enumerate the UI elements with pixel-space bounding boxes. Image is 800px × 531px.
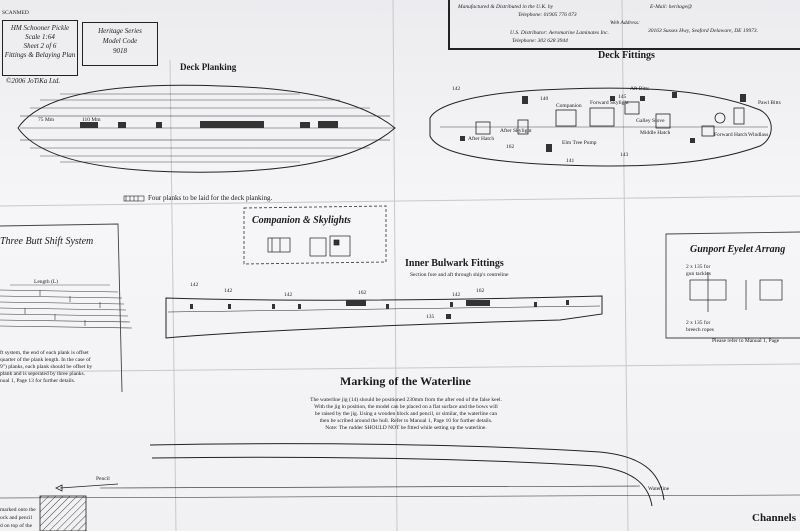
maker-us-dist: U.S. Distributor: Aeromarine Laminates I… bbox=[510, 30, 609, 36]
heading-gunport: Gunport Eyelet Arrang bbox=[690, 244, 786, 255]
companion-drawings bbox=[267, 235, 351, 257]
bottom-left-note-2: ock and pencil bbox=[0, 515, 33, 521]
butt-shift-line-2: quarter of the plank length. In the case… bbox=[0, 357, 91, 363]
waterline-label: Waterline bbox=[648, 486, 670, 492]
fitting-label: 143 bbox=[620, 152, 629, 158]
bulwark-label: 162 bbox=[358, 290, 367, 296]
butt-shift-planks bbox=[0, 284, 133, 329]
waterline-text-5: Note: The rudder SHOULD NOT be fitted wh… bbox=[325, 425, 487, 431]
series-line-1: Heritage Series bbox=[98, 27, 142, 35]
gunport-note-3: 2 x 135 for bbox=[686, 320, 711, 326]
fitting-label: 162 bbox=[506, 144, 515, 150]
gunport-ref: Please refer to Manual 1, Page bbox=[712, 338, 780, 344]
length-label: Length (L) bbox=[34, 279, 58, 285]
pencil-label: Pencil bbox=[96, 476, 110, 482]
butt-shift-line-1: ft system, the end of each plank is offs… bbox=[0, 350, 89, 356]
fitting-label: Forward Skylight bbox=[590, 100, 629, 106]
bottom-left-note-3: d on top of the bbox=[0, 523, 33, 529]
waterline-text-4: then be scribed around the hull. Refer t… bbox=[319, 418, 493, 424]
maker-line-1: Manufactured & Distributed in the U.K. b… bbox=[458, 4, 554, 10]
planking-dim-1: 75 Mm bbox=[38, 117, 55, 123]
heading-deck-fittings: Deck Fittings bbox=[598, 50, 655, 61]
series-line-3: 9018 bbox=[113, 47, 127, 55]
gunport-note-1: 2 x 135 for bbox=[686, 264, 711, 270]
fitting-label: Aft Bitts bbox=[630, 86, 650, 92]
fitting-label: After Skylight bbox=[500, 128, 532, 134]
title-line-3: Sheet 2 of 6 bbox=[23, 42, 57, 50]
fitting-label: Galley Stove bbox=[636, 118, 665, 124]
butt-shift-line-5: nual 1, Page 13 for further details. bbox=[0, 378, 76, 384]
maker-block: Manufactured & Distributed in the U.K. b… bbox=[448, 0, 800, 50]
butt-shift-line-4: plank and is seperated by three planks. bbox=[0, 371, 86, 377]
planking-note: Four planks to be laid for the deck plan… bbox=[148, 194, 273, 202]
title-line-1: HM Schooner Pickle bbox=[10, 24, 70, 32]
heading-three-butt: Three Butt Shift System bbox=[0, 236, 94, 247]
fitting-label: Companion bbox=[556, 103, 582, 109]
fitting-label: 145 bbox=[618, 94, 627, 100]
butt-shift-line-3: 9") planks, each plank should be offset … bbox=[0, 364, 93, 370]
maker-us-address: 30163 Sussex Hwy, Seaford Delaware, DE 1… bbox=[648, 28, 759, 34]
fitting-label: 140 bbox=[540, 96, 549, 102]
gunport-note-2: gun tackles bbox=[686, 271, 711, 277]
bulwark-label: 142 bbox=[452, 292, 461, 298]
corner-label: SCANMED bbox=[2, 10, 29, 16]
fitting-label: Forward Hatch bbox=[714, 132, 748, 138]
waterline-text-1: The waterline jig (14) should be positio… bbox=[310, 397, 502, 403]
deck-fittings-items bbox=[475, 101, 745, 137]
heading-waterline: Marking of the Waterline bbox=[340, 374, 471, 388]
deck-fittings-hull bbox=[429, 87, 772, 167]
bulwark-label: 142 bbox=[224, 288, 233, 294]
planking-note-mark bbox=[123, 195, 145, 202]
maker-email: E-Mail: heritage@ bbox=[650, 4, 693, 10]
bottom-left-note-1: marked onto the bbox=[0, 507, 36, 513]
heading-channels: Channels bbox=[752, 512, 797, 524]
fitting-label: Windlass bbox=[748, 132, 769, 138]
waterline-text-2: With the jig in position, the model can … bbox=[314, 404, 498, 410]
heading-inner-bulwark: Inner Bulwark Fittings bbox=[405, 258, 504, 269]
deck-fittings-blocks bbox=[460, 92, 746, 152]
fitting-label: Middle Hatch bbox=[640, 130, 671, 136]
fitting-label: Elm Tree Pump bbox=[562, 140, 597, 146]
title-block: HM Schooner Pickle Scale 1:64 Sheet 2 of… bbox=[2, 20, 78, 76]
maker-web: Web Address: bbox=[610, 20, 640, 26]
series-block: Heritage Series Model Code 9018 bbox=[82, 22, 158, 66]
fitting-label: After Hatch bbox=[468, 136, 495, 142]
bulwark-label: 142 bbox=[284, 292, 293, 298]
inner-bulwark-elevation bbox=[165, 295, 603, 339]
maker-phone-us: Telephone: 302 628 3944 bbox=[512, 38, 568, 44]
gunport-detail bbox=[689, 272, 783, 312]
bulwark-label: 142 bbox=[190, 282, 199, 288]
planking-dim-2: 110 Mm bbox=[82, 117, 101, 123]
title-line-4: Fittings & Belaying Plan bbox=[4, 51, 76, 59]
series-line-2: Model Code bbox=[102, 37, 138, 45]
heading-deck-planking: Deck Planking bbox=[180, 62, 237, 72]
deck-planking-hull bbox=[17, 84, 396, 173]
gunport-note-4: breech ropes bbox=[686, 327, 714, 333]
heading-companion: Companion & Skylights bbox=[252, 215, 351, 226]
fitting-label: 141 bbox=[566, 158, 575, 164]
fitting-label: Pawl Bitts bbox=[758, 100, 781, 106]
section-frames bbox=[0, 205, 800, 393]
inner-bulwark-sub: Section fore and aft through ship's cent… bbox=[410, 272, 509, 278]
deck-planking-hatches bbox=[80, 121, 338, 128]
waterline-text-3: be raised by the jig. Using a wooden blo… bbox=[314, 411, 498, 417]
copyright-text: ©2006 JoTiKa Ltd. bbox=[6, 77, 61, 85]
bulwark-fittings bbox=[190, 300, 569, 319]
title-line-2: Scale 1:64 bbox=[25, 33, 55, 41]
pencil-and-block bbox=[39, 483, 119, 531]
bulwark-label: 162 bbox=[476, 288, 485, 294]
bulwark-label: 135 bbox=[426, 314, 435, 320]
waterline-hull bbox=[0, 443, 800, 507]
fitting-label: 142 bbox=[452, 86, 461, 92]
maker-phone-uk: Telephone: 01905 776 073 bbox=[518, 12, 577, 18]
